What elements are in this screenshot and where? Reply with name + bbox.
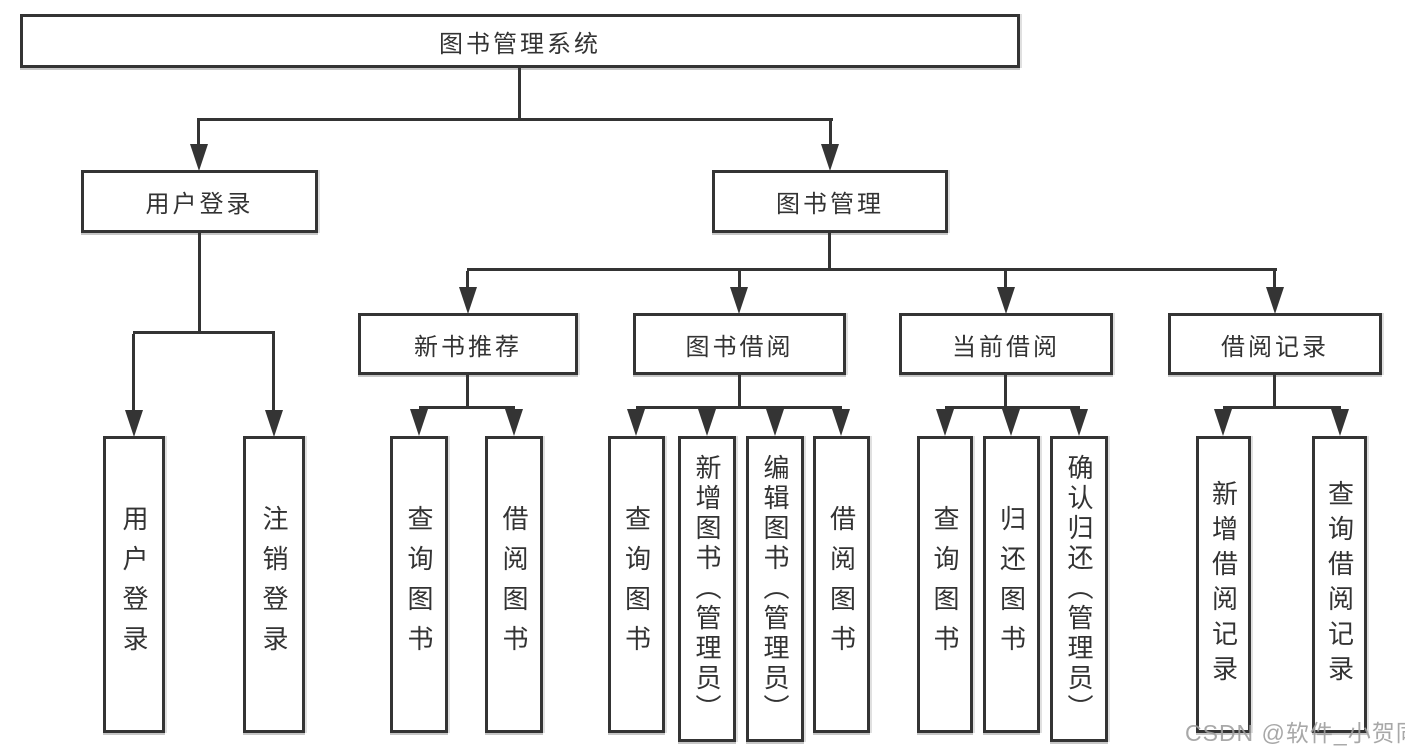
connector-arrowhead <box>698 409 716 436</box>
node-system-root: 图书管理系统 <box>20 14 1020 68</box>
node-recommend-query-books: 查询图书 <box>390 436 448 733</box>
connector-arrowhead <box>1070 409 1088 436</box>
node-user-login-action: 用户登录 <box>103 436 165 733</box>
connector-vline <box>197 121 200 146</box>
connector-arrowhead <box>1331 409 1349 436</box>
connector-arrowhead <box>190 144 208 171</box>
node-current-return-books: 归还图书 <box>983 436 1040 733</box>
node-current-borrowing: 当前借阅 <box>899 313 1113 375</box>
connector-arrowhead <box>265 410 283 437</box>
connector-hline <box>133 331 275 334</box>
connector-hline <box>945 406 1080 409</box>
connector-arrowhead <box>821 144 839 171</box>
connector-arrowhead <box>832 409 850 436</box>
connector-hline <box>1223 406 1341 409</box>
connector-vline <box>738 271 741 287</box>
connector-vline <box>1273 375 1276 409</box>
connector-vline <box>132 334 135 410</box>
connector-hline <box>467 268 1277 271</box>
connector-arrowhead <box>125 410 143 437</box>
connector-arrowhead <box>1214 409 1232 436</box>
connector-vline <box>1004 375 1007 409</box>
node-logout: 注销登录 <box>243 436 305 733</box>
connector-arrowhead <box>997 287 1015 314</box>
node-book-management: 图书管理 <box>712 170 948 233</box>
connector-arrowhead <box>410 409 428 436</box>
connector-hline <box>636 406 842 409</box>
node-records-query-record: 查询借阅记录 <box>1312 436 1367 733</box>
connector-arrowhead <box>627 409 645 436</box>
connector-vline <box>829 121 832 146</box>
connector-arrowhead <box>1002 409 1020 436</box>
connector-vline <box>828 233 831 271</box>
connector-vline <box>738 375 741 409</box>
node-borrowing-query-books: 查询图书 <box>608 436 665 733</box>
node-current-confirm-return-admin: 确认归还（管理员） <box>1050 436 1108 742</box>
node-current-query-books: 查询图书 <box>917 436 973 733</box>
node-user-login: 用户登录 <box>81 170 318 233</box>
node-book-borrowing: 图书借阅 <box>633 313 846 375</box>
connector-vline <box>1273 271 1276 287</box>
node-borrowing-add-books-admin: 新增图书（管理员） <box>678 436 736 742</box>
connector-arrowhead <box>1266 287 1284 314</box>
connector-vline <box>466 271 469 287</box>
node-records-add-record: 新增借阅记录 <box>1196 436 1251 733</box>
node-borrowing-records: 借阅记录 <box>1168 313 1382 375</box>
node-borrowing-borrow-books: 借阅图书 <box>813 436 870 733</box>
connector-vline <box>1004 271 1007 287</box>
connector-vline <box>198 233 201 333</box>
connector-hline <box>197 118 833 121</box>
connector-arrowhead <box>730 287 748 314</box>
node-borrowing-edit-books-admin: 编辑图书（管理员） <box>746 436 804 742</box>
connector-arrowhead <box>505 409 523 436</box>
connector-vline <box>518 66 521 121</box>
connector-arrowhead <box>766 409 784 436</box>
watermark: CSDN @软件_小贺同学 <box>1185 720 1405 746</box>
connector-vline <box>466 375 469 409</box>
node-new-book-recommend: 新书推荐 <box>358 313 578 375</box>
node-recommend-borrow-books: 借阅图书 <box>485 436 543 733</box>
connector-arrowhead <box>936 409 954 436</box>
connector-vline <box>272 334 275 410</box>
connector-arrowhead <box>459 287 477 314</box>
connector-hline <box>419 406 515 409</box>
